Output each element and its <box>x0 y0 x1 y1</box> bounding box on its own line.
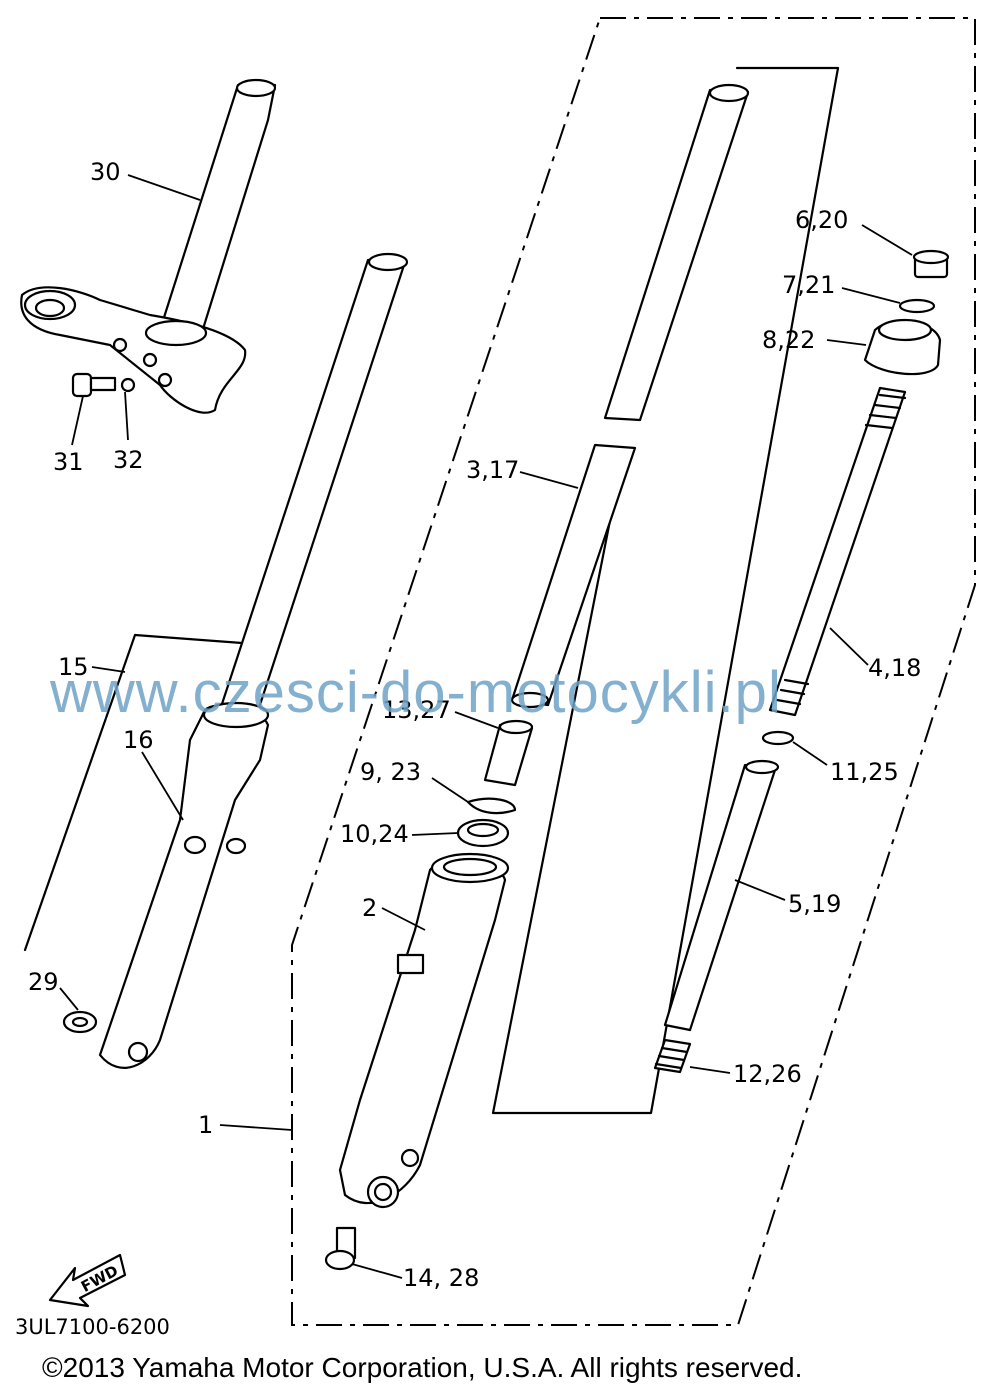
part-spring-12-26 <box>653 1038 692 1074</box>
part-inner-tube-3-17 <box>510 83 750 709</box>
watermark: www.czesci-do-motocykli.pl <box>49 660 782 725</box>
part-oil-seal-10-24 <box>456 818 510 848</box>
part-spring-4-18 <box>768 386 907 717</box>
callout-16: 16 <box>123 726 154 754</box>
callout-32: 32 <box>113 446 144 474</box>
callout-1: 1 <box>198 1111 213 1139</box>
callout-15: 15 <box>58 653 89 681</box>
callout-2: 2 <box>362 894 377 922</box>
group-boundary-left <box>291 17 976 1326</box>
callout-12-26: 12,26 <box>733 1060 802 1088</box>
callout-14-28: 14, 28 <box>403 1264 479 1292</box>
part-o-ring-7-21 <box>898 298 936 314</box>
part-bolt-14-28 <box>324 1226 357 1271</box>
callout-3-17: 3,17 <box>466 456 519 484</box>
part-washer-32 <box>120 377 136 393</box>
part-piston-ring-11-25 <box>761 730 795 746</box>
part-collar-13-27 <box>483 719 534 787</box>
callout-29: 29 <box>28 968 59 996</box>
part-damper-rod-5-19 <box>663 759 780 1032</box>
part-outer-tube-2 <box>338 852 510 1209</box>
group-boundary-15 <box>23 633 244 952</box>
part-clip-9-23 <box>466 797 517 815</box>
callout-8-22: 8,22 <box>762 326 815 354</box>
callout-30: 30 <box>90 158 121 186</box>
part-cap-bolt-6-20 <box>912 249 950 279</box>
fwd-arrow-icon: FWD <box>48 1253 127 1308</box>
callout-4-18: 4,18 <box>868 654 921 682</box>
part-spacer-8-22 <box>863 318 942 376</box>
part-inner-tube-15 <box>218 252 409 722</box>
part-outer-tube-16 <box>98 701 270 1069</box>
group-boundary-inner <box>491 66 840 1115</box>
callout-10-24: 10,24 <box>340 820 409 848</box>
callout-11-25: 11,25 <box>830 758 899 786</box>
callout-5-19: 5,19 <box>788 890 841 918</box>
callout-9-23: 9, 23 <box>360 758 421 786</box>
part-washer-29 <box>62 1010 98 1034</box>
leader-lines <box>59 174 913 1279</box>
copyright: ©2013 Yamaha Motor Corporation, U.S.A. A… <box>42 1352 802 1383</box>
part-under-bracket <box>20 78 277 414</box>
callout-31: 31 <box>53 448 84 476</box>
callout-7-21: 7,21 <box>782 271 835 299</box>
callout-13-27: 13,27 <box>382 696 451 724</box>
diagram-code: 3UL7100-6200 <box>15 1315 170 1339</box>
callout-6-20: 6,20 <box>795 206 848 234</box>
part-bolt-31 <box>71 372 117 398</box>
